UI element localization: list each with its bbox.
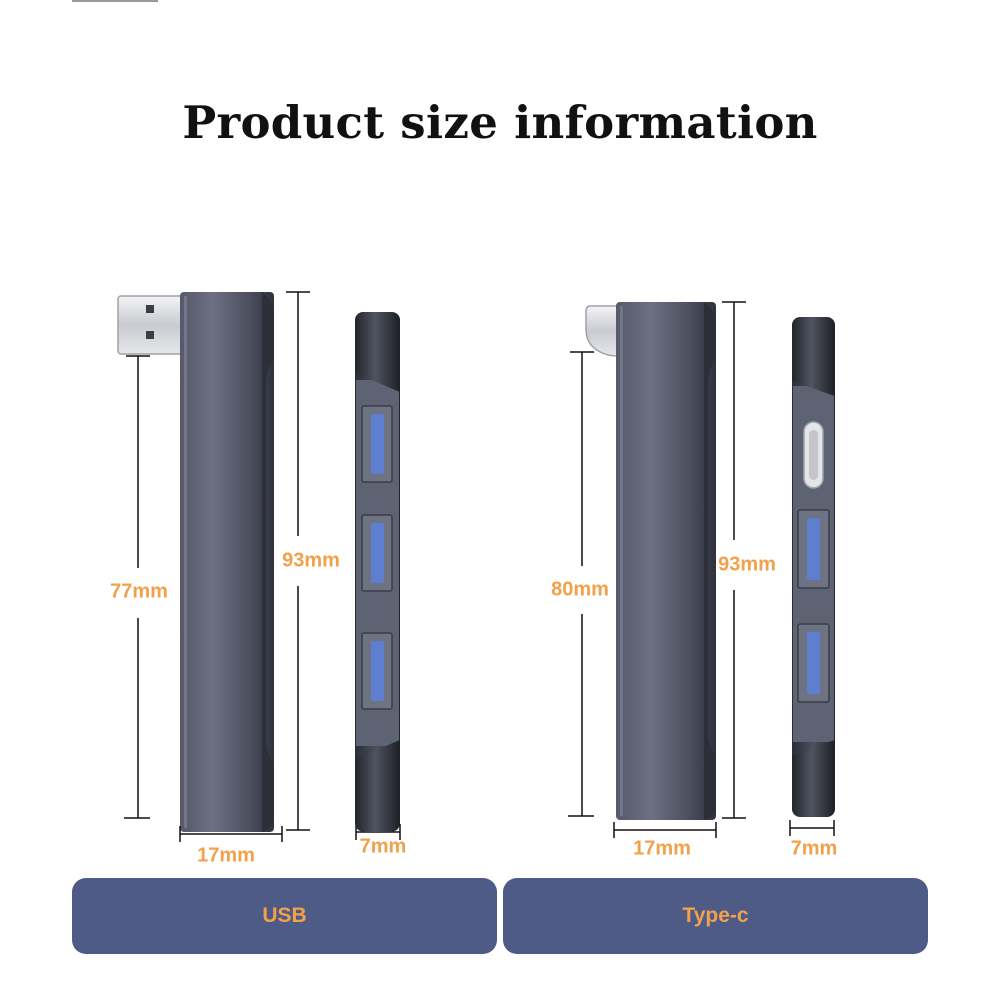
usb-panel: USB	[72, 878, 497, 954]
usb-panel-label: USB	[262, 904, 307, 927]
usb-depth-label: 7mm	[359, 835, 407, 858]
usb-a-plug-icon	[117, 295, 185, 355]
usb-a-port	[797, 509, 830, 589]
usb-height-label: 93mm	[282, 549, 340, 572]
typec-depth-label: 7mm	[790, 837, 838, 860]
usb-c-port	[803, 421, 824, 489]
usb-a-port	[361, 632, 393, 710]
typec-height-label: 93mm	[718, 553, 776, 576]
page-title: Product size information	[182, 96, 818, 149]
usb-a-port	[361, 514, 393, 592]
typec-hub-front-view	[585, 302, 716, 820]
typec-length-label: 80mm	[551, 578, 609, 601]
usb-hub-front-view	[117, 292, 274, 832]
usb-hub-side-view	[355, 312, 400, 832]
usb-dimension-lines	[124, 291, 401, 842]
typec-width-label: 17mm	[633, 837, 691, 860]
typec-dimension-lines	[568, 301, 835, 838]
usb-width-label: 17mm	[197, 844, 255, 867]
top-rule	[72, 0, 158, 2]
typec-hub-side-view	[792, 317, 835, 817]
typec-panel-label: Type-c	[682, 904, 749, 927]
usb-a-port	[361, 405, 393, 483]
product-illustration	[117, 291, 835, 842]
usb-c-plug-icon	[585, 305, 619, 357]
usb-a-port	[797, 623, 830, 703]
typec-panel: Type-c	[503, 878, 928, 954]
usb-length-label: 77mm	[110, 580, 168, 603]
